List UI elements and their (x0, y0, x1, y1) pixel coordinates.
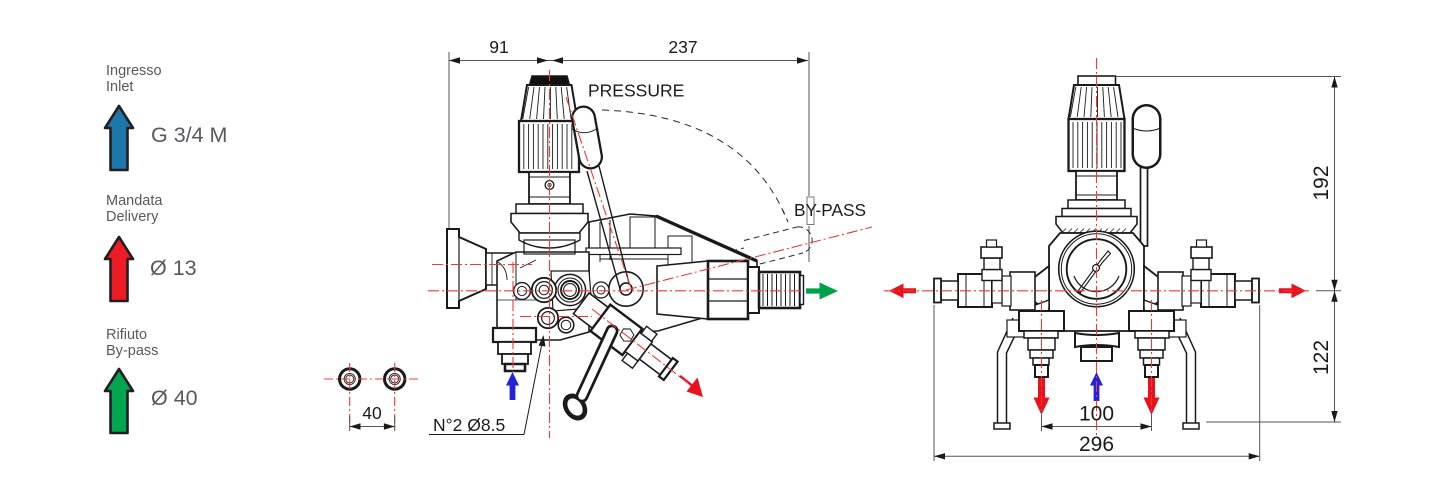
svg-text:192: 192 (1310, 165, 1333, 200)
svg-text:Delivery: Delivery (106, 209, 159, 225)
svg-text:Mandata: Mandata (106, 193, 163, 209)
svg-text:296: 296 (1079, 433, 1114, 456)
svg-text:122: 122 (1310, 340, 1333, 375)
svg-text:G 3/4 M: G 3/4 M (151, 123, 227, 147)
svg-text:Ø 13: Ø 13 (150, 256, 197, 280)
svg-text:By-pass: By-pass (106, 343, 158, 359)
svg-text:91: 91 (489, 37, 508, 57)
svg-text:N°2 Ø8.5: N°2 Ø8.5 (433, 415, 505, 435)
svg-text:Inlet: Inlet (106, 79, 133, 95)
svg-text:40: 40 (362, 403, 382, 423)
svg-text:Ingresso: Ingresso (106, 63, 162, 79)
svg-text:Rifiuto: Rifiuto (106, 327, 147, 343)
svg-text:100: 100 (1079, 403, 1114, 426)
svg-text:BY-PASS: BY-PASS (794, 200, 866, 220)
svg-text:PRESSURE: PRESSURE (588, 81, 684, 101)
svg-text:237: 237 (668, 37, 697, 57)
svg-text:Ø 40: Ø 40 (151, 386, 198, 410)
